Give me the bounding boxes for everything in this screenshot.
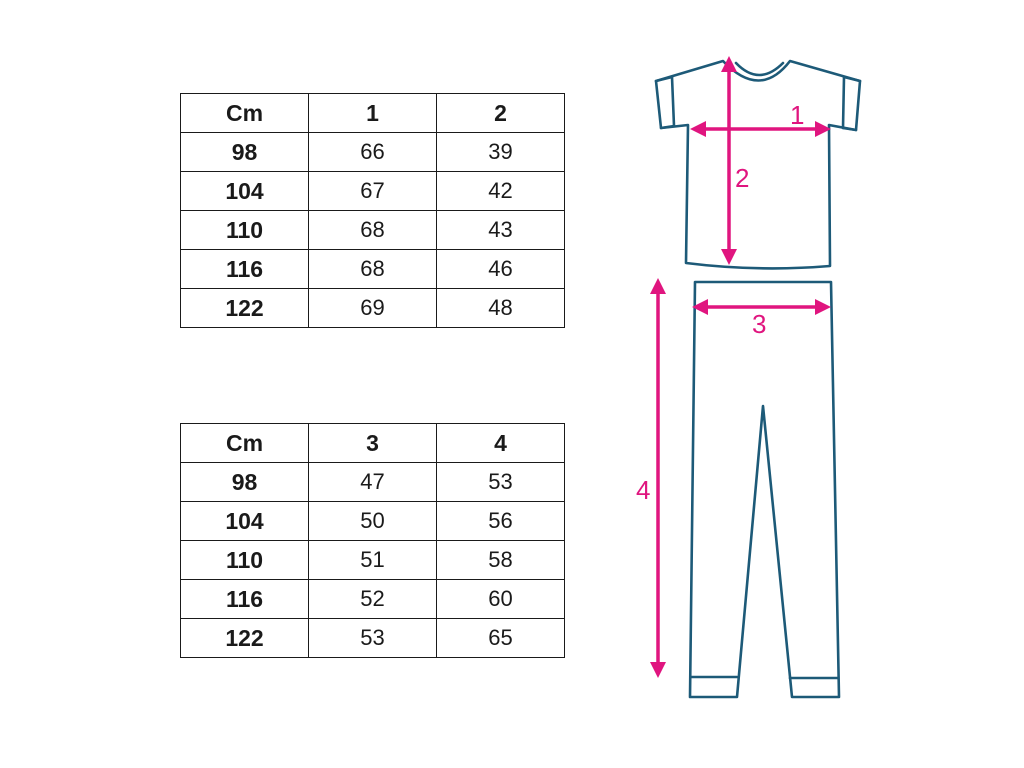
value-cell: 69 bbox=[308, 288, 437, 328]
measure-label-3: 3 bbox=[752, 309, 766, 339]
value-cell: 47 bbox=[308, 462, 437, 502]
table-row: 110 51 58 bbox=[180, 540, 565, 580]
value-cell: 53 bbox=[308, 618, 437, 658]
header-cell: Cm bbox=[180, 423, 309, 463]
value-cell: 65 bbox=[436, 618, 565, 658]
table-row: 116 68 46 bbox=[180, 249, 565, 289]
size-cell: 110 bbox=[180, 540, 309, 580]
header-cell: 2 bbox=[436, 93, 565, 133]
table-row: 98 66 39 bbox=[180, 132, 565, 172]
measure-arrow-2: 2 bbox=[721, 56, 749, 265]
value-cell: 52 bbox=[308, 579, 437, 619]
table-row: 98 47 53 bbox=[180, 462, 565, 502]
size-cell: 122 bbox=[180, 288, 309, 328]
table-row: 104 67 42 bbox=[180, 171, 565, 211]
value-cell: 51 bbox=[308, 540, 437, 580]
measure-arrow-4: 4 bbox=[636, 278, 666, 678]
value-cell: 60 bbox=[436, 579, 565, 619]
tshirt-outline bbox=[654, 59, 862, 270]
table-header-row: Cm 1 2 bbox=[180, 93, 565, 133]
table-row: 110 68 43 bbox=[180, 210, 565, 250]
value-cell: 48 bbox=[436, 288, 565, 328]
size-cell: 116 bbox=[180, 249, 309, 289]
header-cell: 1 bbox=[308, 93, 437, 133]
shirt-size-table: Cm 1 2 98 66 39 104 67 42 110 68 43 116 … bbox=[180, 93, 565, 328]
value-cell: 50 bbox=[308, 501, 437, 541]
size-cell: 104 bbox=[180, 171, 309, 211]
table-row: 104 50 56 bbox=[180, 501, 565, 541]
value-cell: 53 bbox=[436, 462, 565, 502]
pants-size-table: Cm 3 4 98 47 53 104 50 56 110 51 58 116 … bbox=[180, 423, 565, 658]
measure-label-4: 4 bbox=[636, 475, 650, 505]
measure-arrow-3: 3 bbox=[692, 299, 831, 339]
value-cell: 66 bbox=[308, 132, 437, 172]
header-cell: 3 bbox=[308, 423, 437, 463]
pants-outline bbox=[688, 280, 841, 699]
value-cell: 42 bbox=[436, 171, 565, 211]
size-cell: 122 bbox=[180, 618, 309, 658]
measure-label-1: 1 bbox=[790, 100, 804, 130]
value-cell: 43 bbox=[436, 210, 565, 250]
value-cell: 68 bbox=[308, 210, 437, 250]
measure-arrow-1: 1 bbox=[690, 100, 831, 137]
table-row: 122 69 48 bbox=[180, 288, 565, 328]
header-cell: Cm bbox=[180, 93, 309, 133]
value-cell: 39 bbox=[436, 132, 565, 172]
table-row: 122 53 65 bbox=[180, 618, 565, 658]
value-cell: 46 bbox=[436, 249, 565, 289]
size-cell: 104 bbox=[180, 501, 309, 541]
value-cell: 58 bbox=[436, 540, 565, 580]
measure-label-2: 2 bbox=[735, 163, 749, 193]
table-row: 116 52 60 bbox=[180, 579, 565, 619]
